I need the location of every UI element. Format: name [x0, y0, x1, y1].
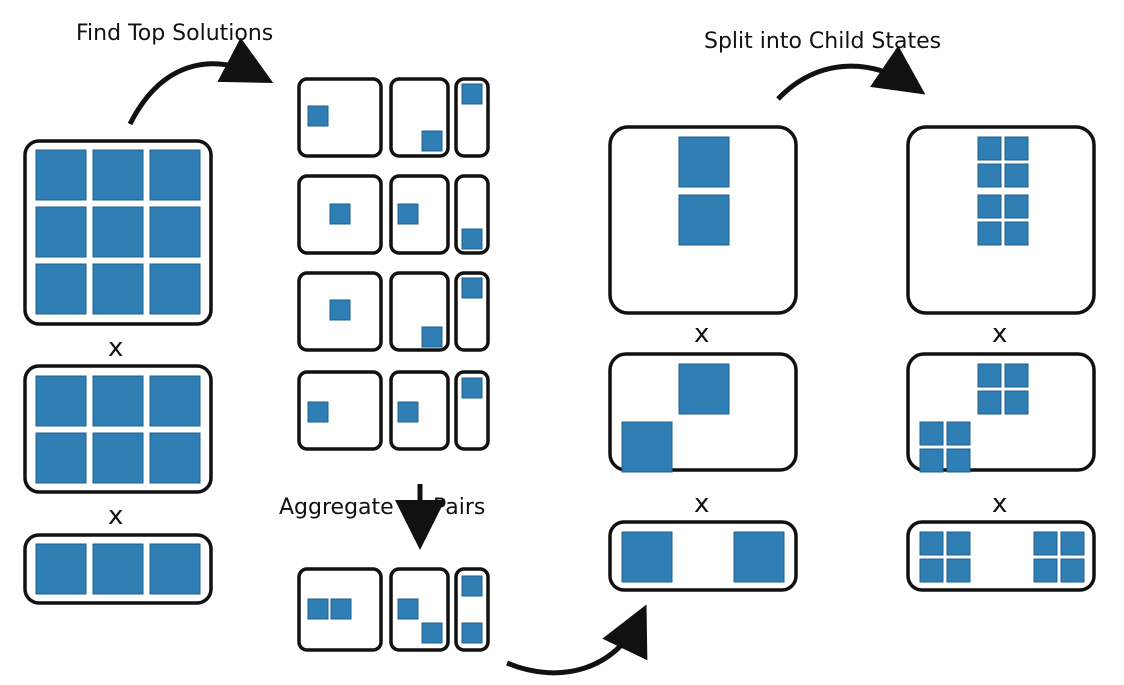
- child-tile: [977, 194, 1002, 219]
- child-tile: [1004, 390, 1029, 415]
- tile: [149, 543, 201, 595]
- child-tile: [977, 221, 1002, 246]
- child-tile: [946, 531, 971, 556]
- tile: [149, 263, 201, 315]
- times-sign-6: x: [992, 489, 1007, 519]
- child-tile: [977, 136, 1002, 161]
- label-pairs: Pairs: [433, 495, 485, 520]
- tile: [92, 375, 144, 427]
- arrow-split: [776, 45, 926, 101]
- child-tile: [1033, 558, 1058, 583]
- child-tile: [977, 363, 1002, 388]
- arrow-to-right: [506, 604, 648, 676]
- tile: [621, 421, 673, 473]
- tile: [621, 531, 673, 583]
- times-sign-1: x: [108, 333, 123, 363]
- tile: [733, 531, 785, 583]
- child-tile: [1004, 163, 1029, 188]
- tile: [92, 149, 144, 201]
- child-tile: [1004, 221, 1029, 246]
- child-tile: [1004, 194, 1029, 219]
- tile: [149, 206, 201, 258]
- solution-frame-b-2: [389, 174, 450, 255]
- child-tile: [919, 421, 944, 446]
- child-tile: [946, 558, 971, 583]
- tile: [461, 622, 483, 644]
- tile: [307, 598, 329, 620]
- child-tile: [1060, 531, 1085, 556]
- child-tile: [1004, 136, 1029, 161]
- solution-frame-a-1: [297, 77, 383, 158]
- times-sign-2: x: [108, 501, 123, 531]
- child-tile: [977, 163, 1002, 188]
- tile: [35, 206, 87, 258]
- child-tile: [946, 421, 971, 446]
- tile: [397, 401, 419, 423]
- tile: [461, 575, 483, 597]
- solution-frame-b-4: [389, 370, 450, 451]
- tile: [329, 203, 351, 225]
- tile: [397, 598, 419, 620]
- tile: [92, 432, 144, 484]
- tile: [678, 136, 730, 188]
- tile: [307, 105, 329, 127]
- tile: [35, 432, 87, 484]
- tile: [35, 543, 87, 595]
- state-tiles: [35, 83, 1085, 644]
- label-aggregate: Aggregate: [279, 495, 394, 520]
- tile: [149, 375, 201, 427]
- tile: [35, 263, 87, 315]
- child-tile: [946, 448, 971, 473]
- tile: [330, 598, 352, 620]
- tile: [461, 377, 483, 399]
- child-tile: [977, 390, 1002, 415]
- tile: [329, 299, 351, 321]
- tile: [149, 149, 201, 201]
- times-sign-3: x: [694, 319, 709, 349]
- tile: [421, 326, 443, 348]
- tile: [421, 130, 443, 152]
- tile: [307, 401, 329, 423]
- tile: [461, 277, 483, 299]
- times-sign-4: x: [694, 489, 709, 519]
- tile: [92, 543, 144, 595]
- child-tile: [919, 558, 944, 583]
- child-tile: [1033, 531, 1058, 556]
- child-tile: [1004, 363, 1029, 388]
- times-sign-5: x: [992, 319, 1007, 349]
- child-frame-1: [906, 125, 1096, 315]
- tile: [35, 375, 87, 427]
- tile: [678, 363, 730, 415]
- child-tile: [919, 448, 944, 473]
- child-tile: [919, 531, 944, 556]
- tile: [35, 149, 87, 201]
- label-find-top-solutions: Find Top Solutions: [76, 21, 273, 46]
- label-split-child-states: Split into Child States: [704, 29, 941, 54]
- child-tile: [1060, 558, 1085, 583]
- tile: [461, 83, 483, 105]
- solution-frame-a-4: [297, 370, 383, 451]
- tile: [421, 622, 443, 644]
- tile: [461, 228, 483, 250]
- tile: [678, 194, 730, 246]
- tile: [397, 203, 419, 225]
- tile: [92, 206, 144, 258]
- tile: [149, 432, 201, 484]
- arrow-find-top: [127, 37, 274, 126]
- tile: [92, 263, 144, 315]
